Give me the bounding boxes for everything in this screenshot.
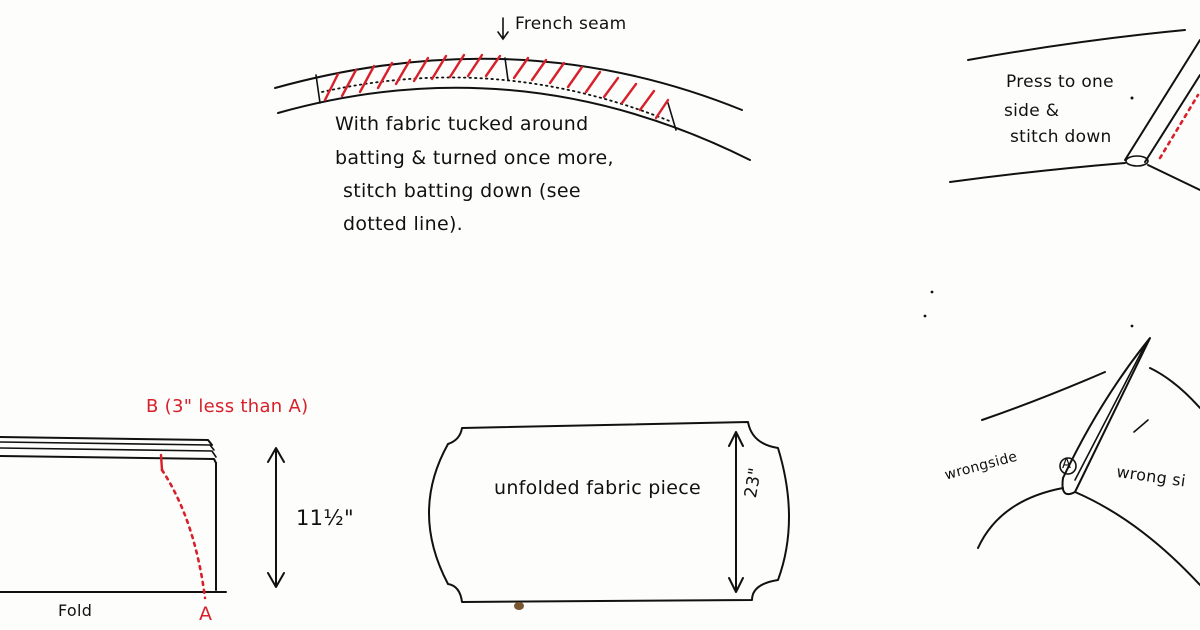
press-line-3: stitch down (1010, 127, 1112, 147)
press-line-2: side & (1004, 101, 1060, 121)
circle-a-label: A (1062, 457, 1072, 472)
instruction-line-4: dotted line). (343, 213, 464, 235)
unfolded-fabric-label: unfolded fabric piece (494, 477, 701, 499)
folded-fabric-sketch (0, 436, 285, 600)
fold-label: Fold (58, 601, 93, 620)
wrong-sides-sketch (923, 290, 1200, 586)
height-measurement: 11½" (296, 506, 354, 530)
instruction-line-2: batting & turned once more, (335, 147, 614, 169)
point-a-label: A (199, 603, 213, 625)
unfolded-fabric-outline (428, 421, 790, 610)
french-seam-label: French seam (515, 14, 627, 34)
batting-channel-arc (274, 17, 751, 161)
red-hatching (323, 53, 670, 120)
press-line-1: Press to one (1006, 72, 1114, 92)
point-b-label: B (3" less than A) (146, 396, 309, 417)
instruction-line-1: With fabric tucked around (335, 113, 589, 135)
press-seam-sketch (949, 29, 1200, 191)
instruction-line-3: stitch batting down (see (343, 180, 581, 202)
